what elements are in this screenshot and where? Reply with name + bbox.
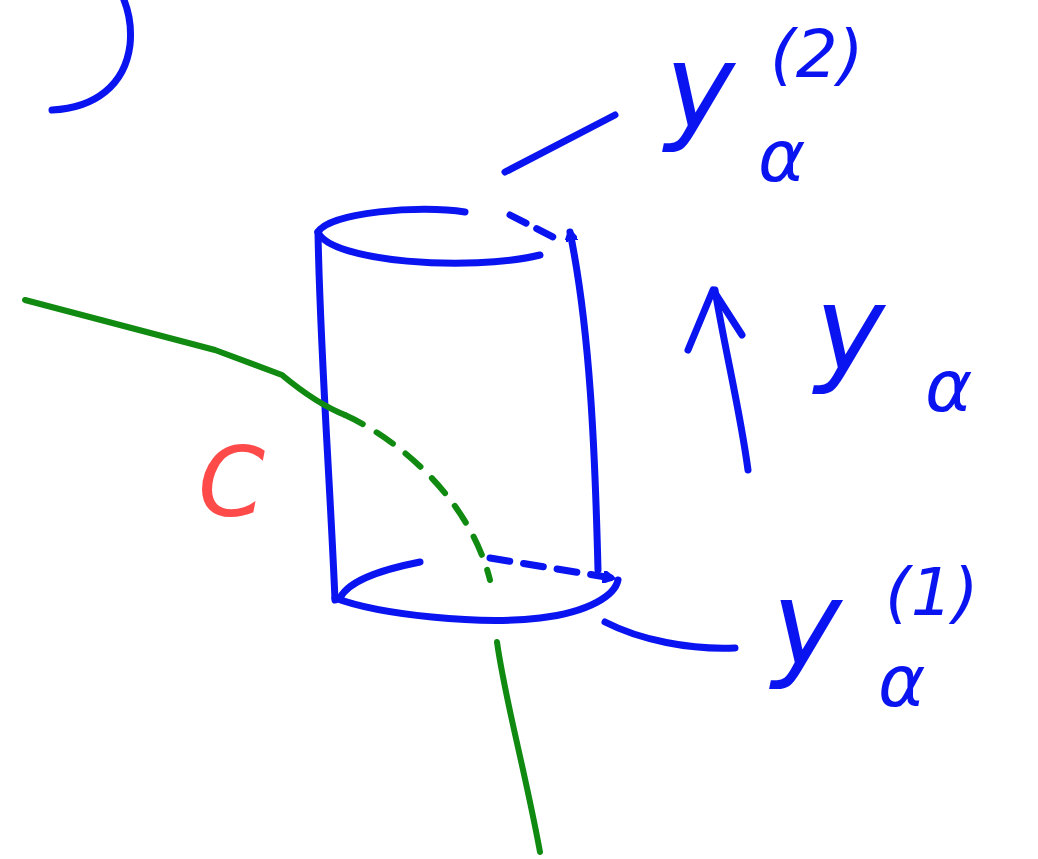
coordinate-label: α (758, 120, 805, 192)
direction-arrow-head (688, 290, 742, 350)
curve-label: C (198, 435, 265, 531)
cylinder-bottom (335, 580, 618, 620)
curve (25, 300, 345, 415)
coordinate-label: α (878, 645, 925, 717)
cylinder-bottom-back (490, 558, 612, 578)
brace-fragment (52, 0, 131, 110)
cylinder-side (318, 232, 335, 600)
cylinder-top-back (510, 215, 555, 238)
coordinate-label: y (665, 28, 735, 146)
curve-hidden (345, 415, 490, 580)
leader-line (605, 622, 735, 648)
coordinate-label: y (772, 565, 842, 683)
cylinder-top (318, 209, 465, 232)
coordinate-label: y (815, 270, 885, 388)
coordinate-label: α (925, 350, 972, 422)
coordinate-label: (1) (885, 560, 979, 626)
coordinate-label: (2) (770, 22, 864, 88)
curve (497, 642, 540, 852)
cylinder-side-arrow (570, 232, 598, 570)
leader-line (505, 115, 615, 172)
cylinder-bottom (340, 562, 420, 598)
cylinder-top (318, 232, 540, 263)
